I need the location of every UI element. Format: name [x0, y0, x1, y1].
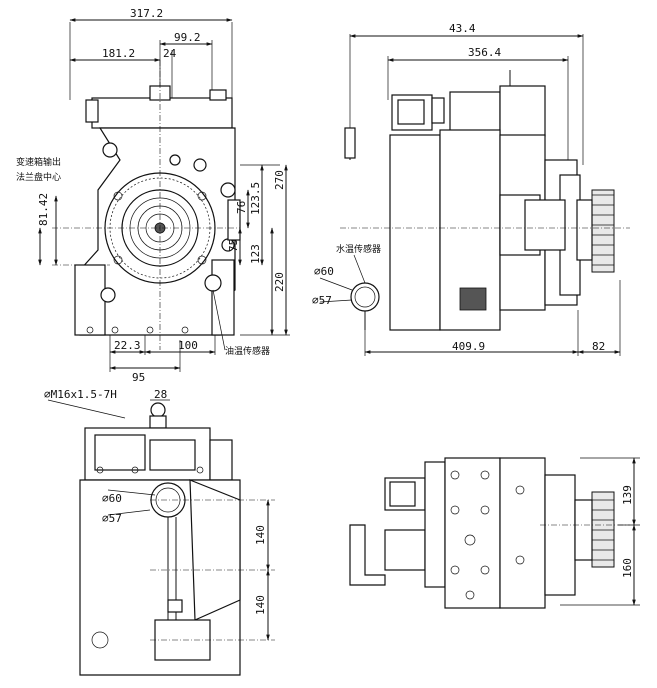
note-output-flange-line2: 法兰盘中心	[16, 171, 61, 183]
dim-409-9: 409.9	[452, 340, 485, 353]
dim-140-lower: 140	[254, 595, 267, 615]
dim-phi57-bottom: ∅57	[102, 512, 122, 525]
dim-270: 270	[273, 170, 286, 190]
water-temp-sensor-label: 水温传感器	[336, 243, 381, 255]
oil-temp-sensor-label: 油温传感器	[225, 345, 270, 357]
dim-28: 28	[154, 388, 167, 401]
dim-phi60-top: ∅60	[314, 265, 334, 278]
dim-24: 24	[163, 47, 177, 60]
dim-123-5: 123.5	[249, 182, 262, 215]
dim-76: 76	[235, 201, 248, 214]
dim-43-4: 43.4	[449, 22, 476, 35]
dim-thread-m16: ∅M16x1.5-7H	[44, 388, 117, 401]
dim-75: 75	[227, 239, 240, 252]
dim-123: 123	[249, 244, 262, 264]
dim-81-42: 81.42	[37, 193, 50, 226]
dim-220: 220	[273, 272, 286, 292]
dim-356-4: 356.4	[468, 46, 501, 59]
dim-phi57-top: ∅57	[312, 294, 332, 307]
dim-181: 181.2	[102, 47, 135, 60]
dim-100: 100	[178, 339, 198, 352]
dim-99: 99.2	[174, 31, 201, 44]
note-output-flange-line1: 变速箱输出	[16, 156, 61, 168]
top-right-view	[319, 34, 630, 356]
dim-139: 139	[621, 485, 634, 505]
dim-160: 160	[621, 558, 634, 578]
dim-317: 317.2	[130, 7, 163, 20]
dim-22-3: 22.3	[114, 339, 141, 352]
top-left-view	[38, 18, 290, 372]
dim-phi60-bottom: ∅60	[102, 492, 122, 505]
dim-82: 82	[592, 340, 605, 353]
dim-95: 95	[132, 371, 145, 384]
dim-140-upper: 140	[254, 525, 267, 545]
bottom-left-view	[47, 399, 275, 676]
bottom-right-view	[349, 457, 640, 609]
